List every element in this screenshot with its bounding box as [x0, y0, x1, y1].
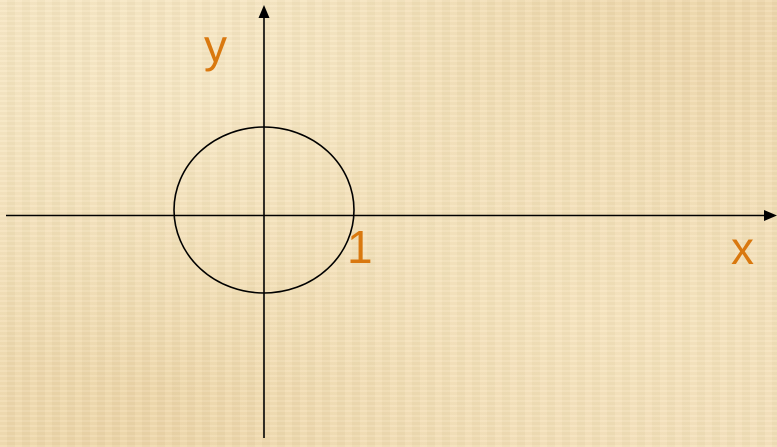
y-axis-arrowhead	[258, 5, 270, 18]
x-axis-label: x	[731, 222, 754, 274]
y-axis-label: y	[204, 20, 227, 72]
unit-circle	[173, 126, 355, 294]
unit-tick-label: 1	[347, 221, 373, 273]
x-axis-arrowhead	[764, 210, 777, 221]
